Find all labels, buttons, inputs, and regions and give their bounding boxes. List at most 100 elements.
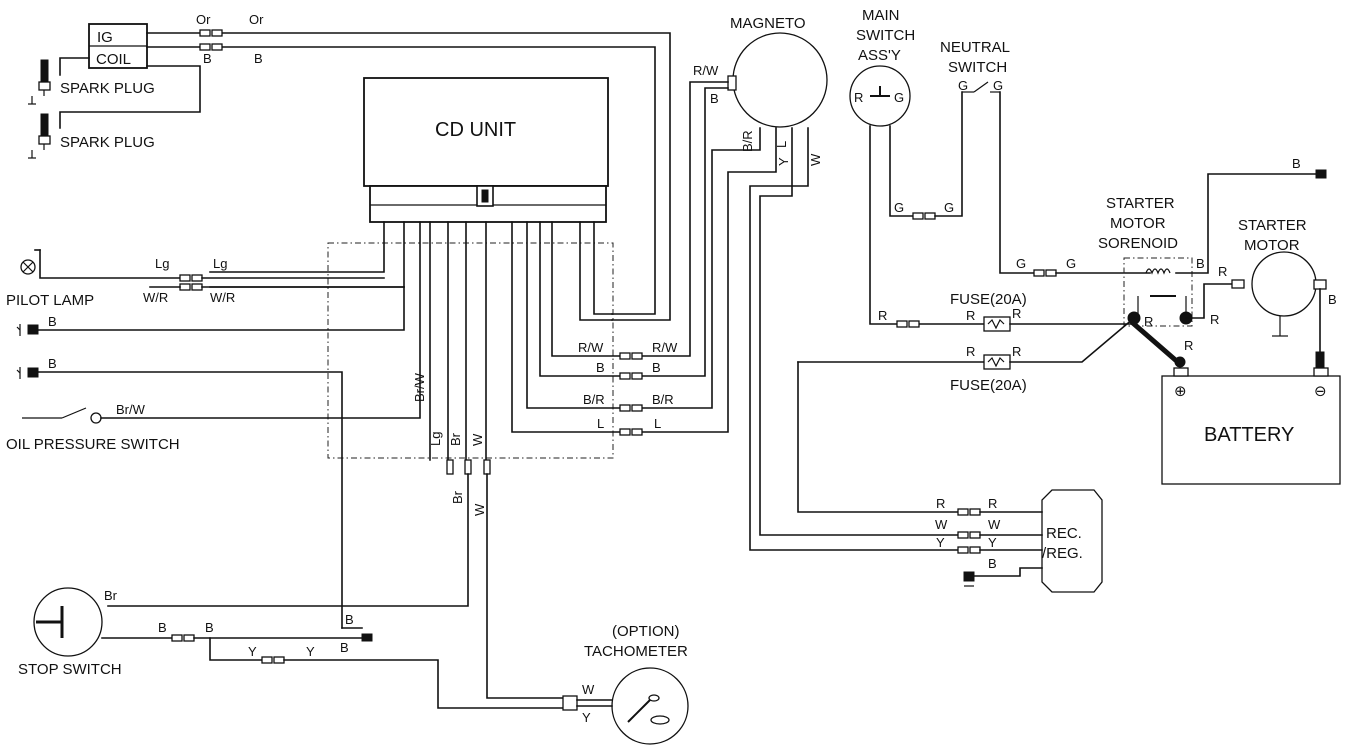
fuse-icon [983,316,1011,332]
wire-code-g-neu-3: G [1016,256,1026,271]
wire-code-brw-oil: Br/W [116,402,146,417]
wire-code-rw-1: R/W [578,340,604,355]
wire-code-b-h2: B [652,360,661,375]
wire-code-b-motor: B [1328,292,1337,307]
wire-code-or-2: Or [249,12,264,27]
starter-solenoid-label-2: MOTOR [1110,215,1166,232]
wire-code-r-sol-1: R [1210,312,1219,327]
wire-code-y-reg-1: Y [936,535,945,550]
main-switch-label-3: ASS'Y [858,47,901,64]
oil-pressure-switch-label: OIL PRESSURE SWITCH [6,436,180,453]
main-switch-label-1: MAIN [862,7,900,24]
wire-code-lg-1: Lg [155,256,169,271]
rec-reg-label-2: /REG. [1042,545,1083,562]
wire-code-y-mag: Y [776,157,791,166]
cd-unit: CD UNIT [363,77,609,223]
neutral-switch [962,81,1000,93]
wire-code-r-reg-2: R [988,496,997,511]
wire-code-r-f1: R [878,308,887,323]
wire-code-w-lower: W [472,503,487,516]
starter-solenoid-label-3: SORENOID [1098,235,1178,252]
wire-code-rw-2: R/W [652,340,678,355]
starter-motor [1251,251,1327,337]
wire-code-b-coil-1: B [203,51,212,66]
stop-switch-label: STOP SWITCH [18,661,122,678]
wire-code-w-reg-1: W [935,517,948,532]
wire-code-r-bat: R [1184,338,1193,353]
wire-code-b-stop-4: B [340,640,349,655]
stop-switch [33,587,103,657]
wire-code-g-neu-4: G [1066,256,1076,271]
main-switch-label-2: SWITCH [856,27,915,44]
wire-code-b-coil-2: B [254,51,263,66]
wire-code-w-mag: W [808,153,823,166]
wire-code-b-ground-1: B [48,314,57,329]
main-switch [849,65,911,127]
wire-code-b-h1: B [596,360,605,375]
pilot-lamp-label: PILOT LAMP [6,292,94,309]
magneto [727,32,828,128]
wire-code-b-stop-3: B [345,612,354,627]
ground-icon [16,367,39,379]
starter-solenoid [1123,257,1193,327]
wire-code-r-f4: R [966,344,975,359]
ig-coil: IG COIL [88,23,148,69]
wire-code-b-ground-3: B [1292,156,1301,171]
wire-code-b-mag: B [710,91,719,106]
rec-reg-label-1: REC. [1046,525,1082,542]
wire-code-b-reg: B [988,556,997,571]
tachometer-label: TACHOMETER [584,643,688,660]
wire-code-wr-2: W/R [210,290,235,305]
wire-code-w-reg-2: W [988,517,1001,532]
wire-code-br-h2: B/R [652,392,674,407]
wire-code-g-1: G [894,200,904,215]
battery [1161,367,1341,485]
magneto-label: MAGNETO [730,15,806,32]
fuse-label-2: FUSE(20A) [950,377,1027,394]
wire-code-r-main: R [854,90,863,105]
wire-code-l-h2: L [654,416,661,431]
starter-motor-label-1: STARTER [1238,217,1307,234]
wire-code-br-lower: Br [450,490,465,504]
starter-motor-label-2: MOTOR [1244,237,1300,254]
fuse-icon [983,354,1011,370]
tachometer-option-label: (OPTION) [612,623,680,640]
fuse-label-1: FUSE(20A) [950,291,1027,308]
wire-code-b-stop-1: B [158,620,167,635]
rec-reg [1041,489,1103,593]
wire-code-br-vert: Br [448,432,463,446]
wire-code-r-f2: R [966,308,975,323]
wire-code-br-stop: Br [104,588,118,603]
wire-code-w-tach: W [582,682,595,697]
wire-code-r-sol-2: R [1218,264,1227,279]
spark-plug-label-2: SPARK PLUG [60,134,155,151]
starter-solenoid-label-1: STARTER [1106,195,1175,212]
ig-coil-label-2: COIL [96,51,131,68]
wire-code-wr-1: W/R [143,290,168,305]
wire-code-br-mag: B/R [740,130,755,152]
wire-code-lg-2: Lg [213,256,227,271]
neutral-switch-label-2: SWITCH [948,59,1007,76]
wire-code-b-stop-2: B [205,620,214,635]
cd-unit-label: CD UNIT [435,119,516,141]
ig-coil-label-1: IG [97,29,113,46]
wire-code-y-1: Y [248,644,257,659]
wire-code-b-sol: B [1196,256,1205,271]
wire-code-g-neu-2: G [993,78,1003,93]
wire-code-b-ground-2: B [48,356,57,371]
spark-plug-icon [28,59,51,105]
wire-code-g-neu-1: G [958,78,968,93]
wire-code-br-h1: B/R [583,392,605,407]
wire-code-w-vert: W [470,433,485,446]
wire-code-l-h1: L [597,416,604,431]
spark-plug-label-1: SPARK PLUG [60,80,155,97]
wire-code-rw-mag: R/W [693,63,719,78]
neutral-switch-label-1: NEUTRAL [940,39,1010,56]
battery-plus-icon: ⊕ [1174,383,1187,400]
pilot-lamp [20,259,36,275]
wire-code-y-tach: Y [582,710,591,725]
battery-label: BATTERY [1204,424,1294,446]
wire-code-g-2: G [944,200,954,215]
